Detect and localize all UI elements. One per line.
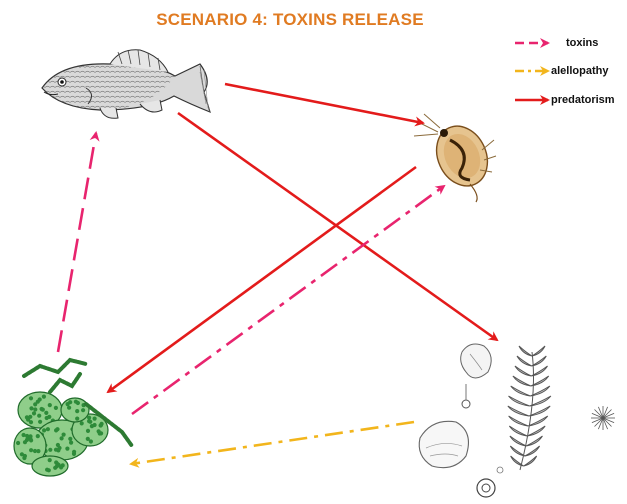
daphnia-illustration bbox=[414, 114, 497, 202]
legend-toxins-label: toxins bbox=[566, 37, 598, 49]
fish-illustration bbox=[42, 50, 210, 119]
predatorism-arrow-fish-to-daphnia bbox=[225, 84, 423, 123]
toxins-arrow-cyanobacteria-to-daphnia bbox=[132, 186, 444, 414]
toxins-arrow-cyanobacteria-to-fish bbox=[58, 133, 96, 352]
legend-predatorism-label: predatorism bbox=[551, 94, 615, 106]
legend-alellopathy-label: alellopathy bbox=[551, 65, 608, 77]
cyanobacteria-colonies-illustration bbox=[14, 360, 132, 476]
arrows bbox=[58, 84, 497, 464]
alellopathy-arrow-plants-to-cyanobacteria bbox=[131, 422, 414, 464]
predatorism-arrow-daphnia-to-cyanobacteria bbox=[108, 167, 416, 392]
legend bbox=[515, 43, 548, 100]
aquatic-plants-illustration bbox=[419, 344, 615, 497]
